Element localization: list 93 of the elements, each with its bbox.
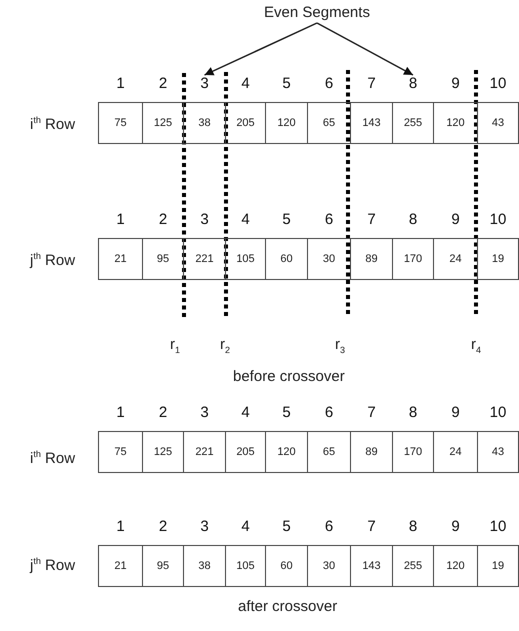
cut-point-label: r$_{1}$: [170, 336, 180, 355]
index-number: 4: [240, 76, 251, 92]
index-number: 7: [366, 519, 377, 535]
value-cell: 221: [183, 431, 226, 473]
index-number: 9: [450, 76, 461, 92]
row-label: i$^{th}$ Row: [30, 449, 76, 467]
value-cell: 105: [225, 545, 266, 587]
row-label: j$^{th}$ Row: [30, 251, 76, 269]
index-number: 6: [324, 76, 334, 92]
index-number: 6: [324, 519, 334, 535]
value-cell: 21: [98, 545, 143, 587]
index-number: 9: [450, 405, 461, 421]
index-number: 8: [408, 519, 418, 535]
index-number: 4: [240, 405, 251, 421]
index-number: 3: [199, 212, 210, 228]
index-number: 2: [158, 76, 168, 92]
index-number: 2: [158, 212, 168, 228]
index-number: 1: [115, 519, 126, 535]
index-number: 10: [488, 405, 508, 421]
index-number: 5: [281, 519, 292, 535]
value-cell: 95: [142, 545, 184, 587]
value-cell: 21: [98, 238, 143, 280]
index-number: 10: [488, 519, 508, 535]
value-cell: 30: [307, 238, 351, 280]
index-number: 9: [450, 212, 461, 228]
cut-point-label: r$_{2}$: [220, 336, 230, 355]
value-cell: 38: [183, 545, 226, 587]
heading-label: Even Segments: [263, 3, 371, 23]
value-cell: 38: [183, 102, 226, 144]
value-cell: 170: [392, 238, 434, 280]
index-number: 5: [281, 212, 292, 228]
value-cell: 120: [265, 102, 308, 144]
value-cell: 221: [183, 238, 226, 280]
index-number: 6: [324, 212, 334, 228]
index-number: 6: [324, 405, 334, 421]
arrow: [204, 22, 318, 76]
value-cell: 43: [477, 431, 519, 473]
index-number: 2: [158, 519, 168, 535]
index-number: 5: [281, 405, 292, 421]
value-cell: 120: [433, 545, 478, 587]
value-cell: 143: [350, 102, 393, 144]
value-cell: 60: [265, 545, 308, 587]
value-cell: 24: [433, 238, 478, 280]
index-number: 8: [408, 212, 418, 228]
index-number: 3: [199, 405, 210, 421]
value-cell: 75: [98, 102, 143, 144]
row-label: i$^{th}$ Row: [30, 115, 76, 133]
value-cell: 205: [225, 431, 266, 473]
index-number: 1: [115, 405, 126, 421]
index-number: 3: [199, 76, 210, 92]
index-number: 5: [281, 76, 292, 92]
value-cell: 205: [225, 102, 266, 144]
value-cell: 89: [350, 238, 393, 280]
value-cell: 255: [392, 545, 434, 587]
index-number: 7: [366, 212, 377, 228]
value-cell: 143: [350, 545, 393, 587]
index-number: 4: [240, 212, 251, 228]
value-cell: 125: [142, 102, 184, 144]
value-cell: 95: [142, 238, 184, 280]
value-cell: 125: [142, 431, 184, 473]
value-cell: 65: [307, 102, 351, 144]
row-label: j$^{th}$ Row: [30, 556, 76, 574]
caption-label: before crossover: [233, 368, 345, 385]
index-number: 7: [366, 405, 377, 421]
index-number: 10: [488, 212, 508, 228]
index-number: 7: [366, 76, 377, 92]
value-cell: 60: [265, 238, 308, 280]
index-number: 1: [115, 212, 126, 228]
index-number: 10: [488, 76, 508, 92]
index-number: 3: [199, 519, 210, 535]
value-cell: 43: [477, 102, 519, 144]
value-cell: 75: [98, 431, 143, 473]
value-cell: 19: [477, 545, 519, 587]
value-cell: 255: [392, 102, 434, 144]
value-cell: 89: [350, 431, 393, 473]
value-cell: 170: [392, 431, 434, 473]
value-cell: 24: [433, 431, 478, 473]
index-number: 2: [158, 405, 168, 421]
index-number: 8: [408, 76, 418, 92]
index-number: 8: [408, 405, 418, 421]
index-number: 4: [240, 519, 251, 535]
value-cell: 105: [225, 238, 266, 280]
caption-label: after crossover: [238, 598, 338, 615]
value-cell: 30: [307, 545, 351, 587]
cut-point-label: r$_{3}$: [335, 336, 346, 355]
cut-point-label: r$_{4}$: [471, 336, 482, 355]
value-cell: 120: [265, 431, 308, 473]
index-number: 1: [115, 76, 126, 92]
arrow: [316, 22, 414, 76]
value-cell: 65: [307, 431, 351, 473]
value-cell: 120: [433, 102, 478, 144]
index-number: 9: [450, 519, 461, 535]
value-cell: 19: [477, 238, 519, 280]
